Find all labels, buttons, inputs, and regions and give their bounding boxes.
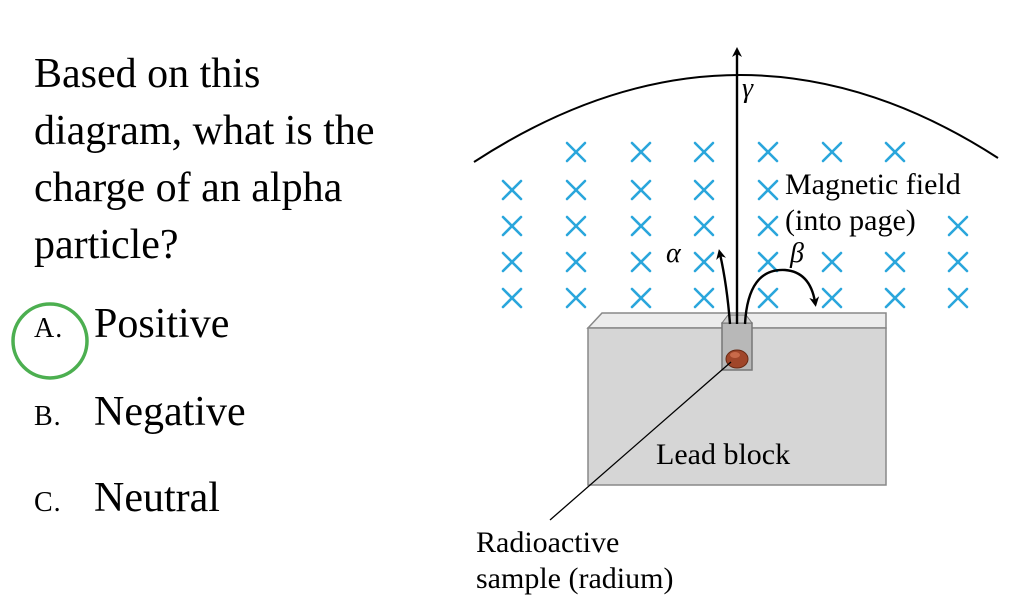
field-mark: [947, 215, 969, 237]
field-mark: [757, 251, 779, 273]
field-mark: [821, 251, 843, 273]
field-mark: [757, 287, 779, 309]
alpha-particle-arrow: [716, 249, 732, 325]
option-c[interactable]: C. Neutral: [34, 474, 220, 534]
question-text: Based on this diagram, what is the charg…: [34, 51, 375, 268]
field-mark: [757, 141, 779, 163]
field-mark: [693, 251, 715, 273]
option-b[interactable]: B. Negative: [34, 388, 246, 448]
field-mark: [630, 141, 652, 163]
gamma-label: γ: [742, 73, 754, 104]
field-mark: [565, 179, 587, 201]
field-label-line2: (into page): [785, 204, 916, 237]
field-mark: [693, 287, 715, 309]
option-a-text: Positive: [94, 301, 230, 347]
field-mark: [821, 141, 843, 163]
field-label-line1: Magnetic field: [785, 168, 961, 201]
option-b-letter: B.: [34, 401, 62, 432]
field-mark: [884, 287, 906, 309]
field-mark: [884, 251, 906, 273]
field-mark: [693, 141, 715, 163]
field-mark: [821, 287, 843, 309]
selection-circle: [11, 302, 89, 380]
field-mark: [565, 215, 587, 237]
field-mark: [630, 251, 652, 273]
option-c-letter: C.: [34, 487, 62, 518]
field-mark: [565, 251, 587, 273]
alpha-label: α: [666, 238, 682, 269]
field-mark: [565, 287, 587, 309]
field-mark: [630, 215, 652, 237]
radium-sample-highlight: [730, 352, 740, 358]
field-mark: [501, 179, 523, 201]
field-mark: [693, 215, 715, 237]
field-mark: [501, 287, 523, 309]
magnetic-field-marks: [501, 141, 969, 309]
field-mark: [565, 141, 587, 163]
field-mark: [947, 251, 969, 273]
sample-label-line2: sample (radium): [476, 562, 673, 595]
option-b-text: Negative: [94, 389, 246, 435]
beta-particle-arrow: [743, 268, 820, 325]
lead-block: [586, 312, 887, 486]
field-mark: [501, 251, 523, 273]
field-mark: [501, 215, 523, 237]
field-mark: [693, 179, 715, 201]
field-mark: [757, 215, 779, 237]
beta-label: β: [789, 238, 804, 269]
option-a-letter: A.: [34, 313, 64, 344]
field-mark: [884, 141, 906, 163]
sample-leader-line: [549, 361, 732, 521]
field-mark: [757, 179, 779, 201]
field-mark: [947, 287, 969, 309]
sample-label-line1: Radioactive: [476, 526, 619, 559]
lead-block-label: Lead block: [656, 438, 790, 471]
field-mark: [630, 179, 652, 201]
option-a[interactable]: A. Positive: [34, 300, 229, 360]
field-mark: [630, 287, 652, 309]
option-c-text: Neutral: [94, 475, 220, 521]
